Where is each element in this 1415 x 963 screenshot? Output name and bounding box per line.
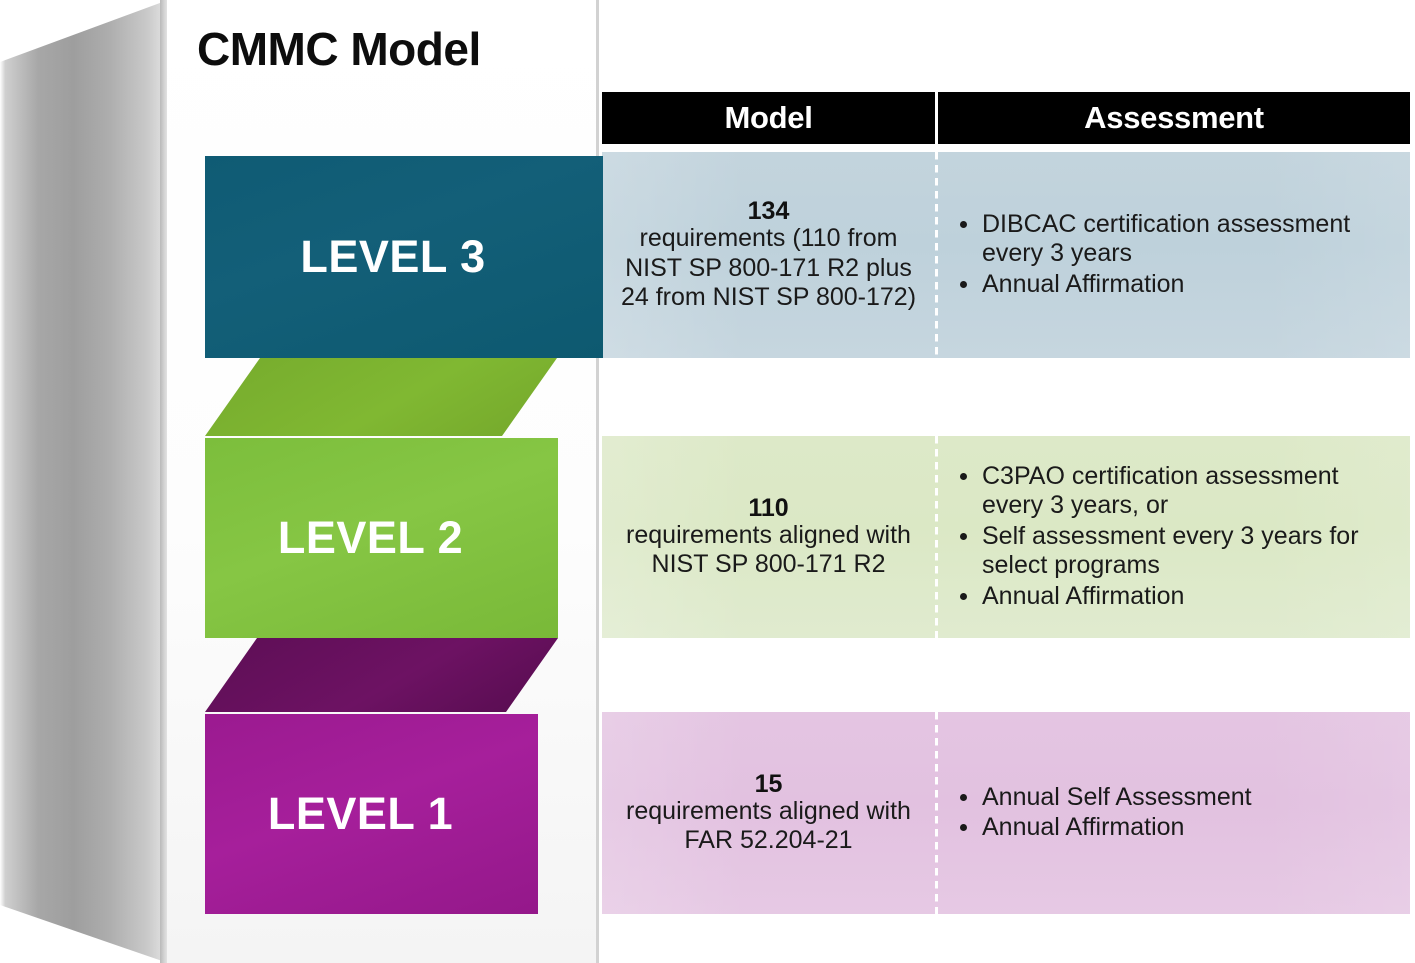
level-1-assessment-cell: Annual Self Assessment Annual Affirmatio… [938,712,1410,914]
level-2-content-row: 110 requirements aligned with NIST SP 80… [602,436,1410,638]
level-3-block[interactable]: LEVEL 3 [205,156,603,358]
assessment-header-label: Assessment [1084,100,1264,135]
list-item: Annual Self Assessment [960,783,1392,813]
level-3-assessment-list: DIBCAC certification assessment every 3 … [938,210,1410,301]
level-3-requirement-text: requirements (110 from NIST SP 800-171 R… [620,224,917,311]
level-2-requirement-text: requirements aligned with NIST SP 800-17… [626,520,911,579]
column-divider-3 [935,152,938,358]
level-3-to-2-connector [205,358,557,436]
list-item: Annual Affirmation [960,270,1392,300]
level-3-label: LEVEL 3 [300,231,486,282]
level-1-block[interactable]: LEVEL 1 [205,714,538,914]
level-1-content-row: 15 requirements aligned with FAR 52.204-… [602,712,1410,914]
level-2-model-cell: 110 requirements aligned with NIST SP 80… [602,436,935,638]
level-2-to-1-connector [205,638,558,712]
level-1-label: LEVEL 1 [267,788,454,839]
column-divider-2 [935,436,938,638]
level-3-assessment-cell: DIBCAC certification assessment every 3 … [938,152,1410,358]
column-divider-1 [935,712,938,914]
level-3-content-row: 134 requirements (110 from NIST SP 800-1… [602,152,1410,358]
page-title: CMMC Model [197,23,481,75]
level-1-assessment-list: Annual Self Assessment Annual Affirmatio… [938,783,1410,844]
list-item: DIBCAC certification assessment every 3 … [960,210,1392,269]
model-header-label: Model [724,100,813,135]
list-item: C3PAO certification assessment every 3 y… [960,462,1392,521]
level-1-requirement-text: requirements aligned with FAR 52.204-21 [626,796,911,855]
level-2-label: LEVEL 2 [277,512,464,563]
list-item: Annual Affirmation [960,582,1392,612]
level-2-assessment-list: C3PAO certification assessment every 3 y… [938,462,1410,613]
level-2-requirement-count: 110 [748,493,789,522]
level-3-requirement-count: 134 [747,197,790,225]
three-d-side-edge [160,0,170,963]
level-1-model-cell: 15 requirements aligned with FAR 52.204-… [602,712,935,914]
level-2-assessment-cell: C3PAO certification assessment every 3 y… [938,436,1410,638]
assessment-column-header: Assessment [938,92,1410,144]
list-item: Self assessment every 3 years for select… [960,522,1392,581]
model-column-header: Model [602,92,935,144]
three-d-side-panel [0,0,168,963]
level-2-block[interactable]: LEVEL 2 [205,438,558,638]
level-3-model-cell: 134 requirements (110 from NIST SP 800-1… [602,152,935,358]
level-1-requirement-count: 15 [754,769,783,798]
list-item: Annual Affirmation [960,813,1392,843]
